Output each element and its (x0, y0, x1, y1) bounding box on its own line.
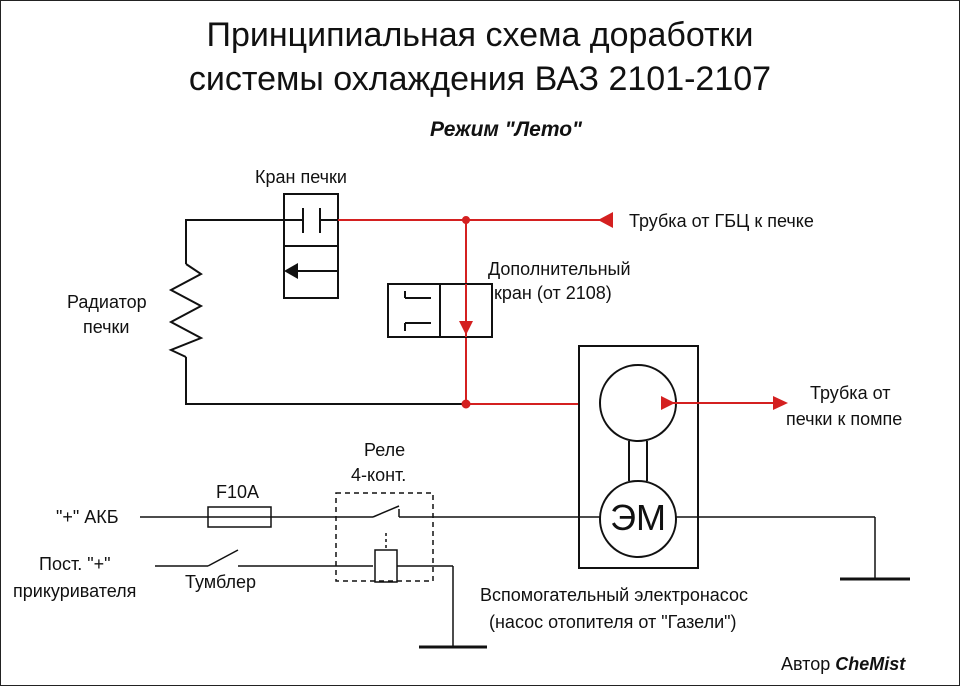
title-line-2: системы охлаждения ВАЗ 2101-2107 (188, 60, 772, 98)
radiator-label-2: печки (83, 317, 130, 337)
pipe-to-pump-label-2: печки к помпе (786, 409, 903, 429)
extra-valve-label-2: кран (от 2108) (494, 283, 612, 303)
extra-valve-symbol (387, 283, 493, 338)
radiator-loop (168, 219, 598, 405)
radiator-label-1: Радиатор (67, 292, 147, 312)
title-line-1: Принципиальная схема доработки (206, 16, 754, 54)
mode-title: Режим "Лето" (429, 118, 583, 141)
pump-symbol (578, 345, 699, 569)
pipe-to-pump (661, 396, 788, 410)
toggle-switch-symbol (207, 549, 239, 567)
author-prefix: Автор (781, 654, 831, 674)
pipe-from-head (338, 212, 613, 409)
pipe-to-pump-label-1: Трубка от (810, 383, 891, 403)
radiator-zigzag (168, 263, 204, 358)
heater-valve-symbol (283, 193, 339, 299)
relay-label-2: 4-конт. (351, 465, 407, 485)
fuse-label: F10A (216, 482, 260, 502)
motor-label: ЭМ (610, 497, 666, 538)
pipe-from-head-label: Трубка от ГБЦ к печке (629, 211, 814, 231)
pump-label-1: Вспомогательный электронасос (480, 585, 749, 605)
relay-coil (374, 549, 398, 583)
author-name: CheMist (835, 654, 906, 674)
battery-label: "+" АКБ (56, 507, 119, 527)
pump-label-2: (насос отопителя от "Газели") (489, 612, 737, 632)
lighter-label-1: Пост. "+" (39, 554, 111, 574)
author-line: Автор CheMist (781, 652, 905, 676)
lighter-label-2: прикуривателя (13, 581, 137, 601)
toggle-label: Тумблер (185, 572, 256, 592)
relay-symbol (335, 492, 434, 582)
extra-valve-flow (459, 284, 473, 337)
wiring (140, 492, 910, 649)
extra-valve-label-1: Дополнительный (488, 259, 631, 279)
relay-label-1: Реле (364, 440, 406, 460)
heater-valve-label: Кран печки (255, 167, 347, 187)
